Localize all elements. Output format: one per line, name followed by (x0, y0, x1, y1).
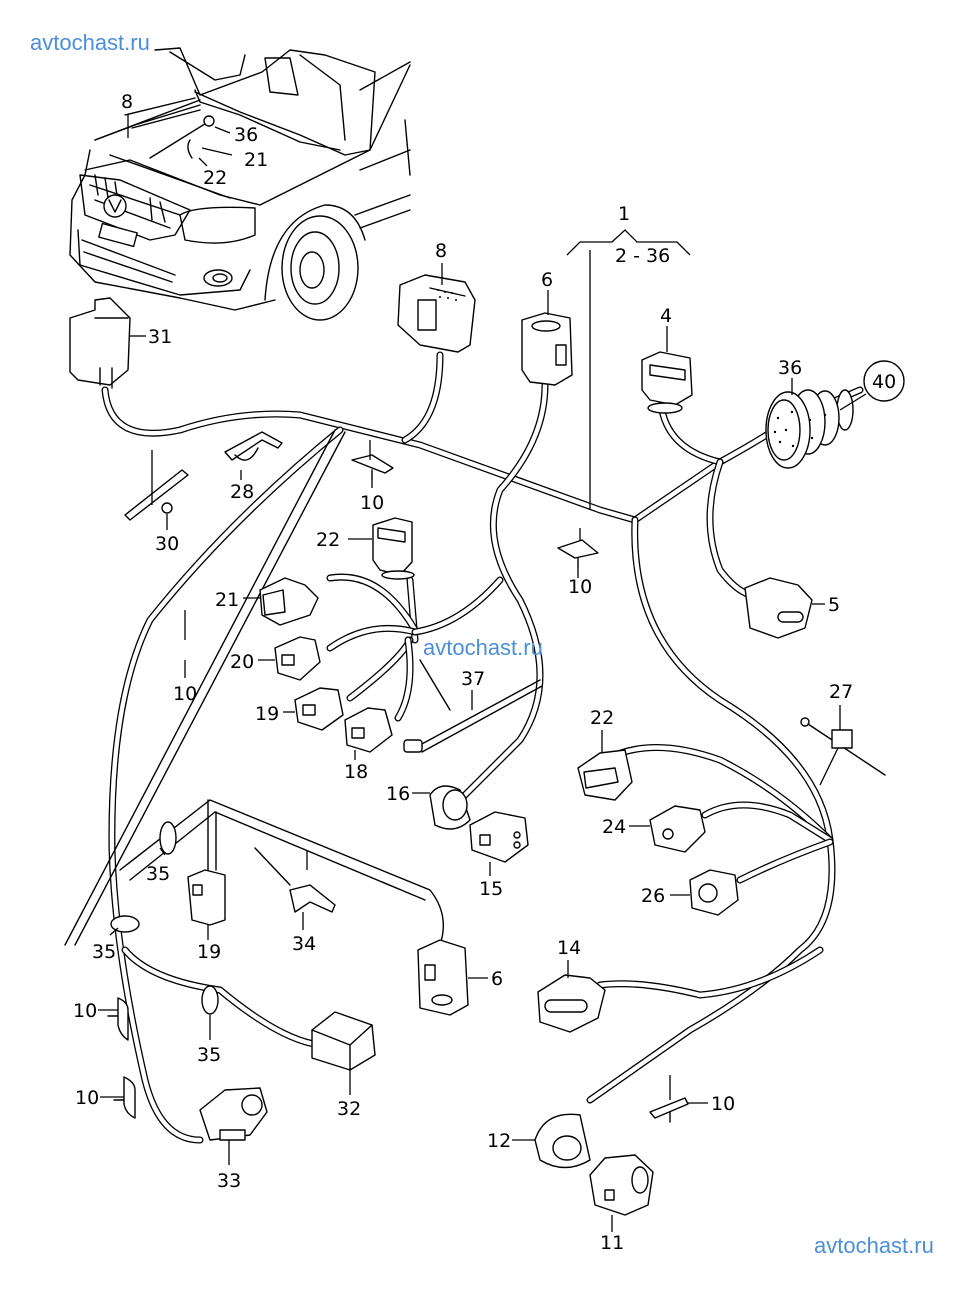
clip-part-28 (224, 431, 283, 461)
connector-part-20 (274, 636, 321, 681)
connector-part-19b (187, 869, 226, 926)
connector-part-4 (641, 351, 693, 414)
callout-40: 40 (872, 371, 896, 393)
connector-part-33 (199, 1087, 268, 1141)
callout-22-car: 22 (203, 167, 227, 189)
leader-lines (98, 114, 867, 1232)
callout-21: 21 (215, 589, 239, 611)
watermark-top-left: avtochast.ru (30, 30, 150, 55)
callout-6: 6 (541, 269, 553, 291)
callout-6-b: 6 (491, 968, 503, 990)
connector-part-26 (689, 869, 739, 916)
vehicle-illustration (69, 47, 411, 321)
callout-10-c: 10 (568, 576, 592, 598)
callout-22-a: 22 (316, 529, 340, 551)
connector-part-15 (469, 811, 529, 863)
relay-box-part-32 (311, 1011, 376, 1071)
callout-labels: 8 36 21 22 1 2 - 36 31 8 6 4 36 40 28 30… (73, 91, 896, 1254)
callout-28: 28 (230, 481, 254, 503)
connector-part-14 (537, 974, 606, 1033)
callout-33: 33 (217, 1170, 241, 1192)
callout-18: 18 (344, 761, 368, 783)
grommet-part-12 (534, 1113, 591, 1169)
callout-26: 26 (641, 885, 665, 907)
callout-35-c: 35 (197, 1044, 221, 1066)
callout-5: 5 (828, 594, 840, 616)
callout-4: 4 (660, 305, 672, 327)
grommet-part-36 (765, 389, 854, 469)
callout-36-car: 36 (234, 124, 258, 146)
connector-part-24 (649, 805, 706, 853)
callout-16: 16 (386, 783, 410, 805)
clip-part-34 (254, 847, 336, 913)
clip-part-10a (351, 454, 394, 481)
clip-part-30 (124, 469, 189, 521)
callout-12: 12 (487, 1130, 511, 1152)
relay-part-31 (69, 297, 131, 389)
connector-part-5 (744, 577, 813, 639)
callout-24: 24 (602, 816, 626, 838)
callout-31: 31 (148, 326, 172, 348)
connector-part-21 (259, 577, 319, 626)
connector-part-6 (521, 312, 573, 386)
assembly-range: 2 - 36 (615, 245, 670, 267)
clip-part-10f (649, 1097, 689, 1123)
callout-20: 20 (230, 651, 254, 673)
watermark-center: avtochast.ru (423, 635, 543, 660)
connector-part-22b (577, 749, 633, 801)
callout-10-b: 10 (173, 683, 197, 705)
cable-tie-part-27 (800, 717, 886, 776)
watermark-bottom-right: avtochast.ru (814, 1233, 934, 1258)
clip-part-10e (113, 1076, 136, 1119)
connector-part-8 (397, 274, 476, 353)
callout-21-car: 21 (244, 149, 268, 171)
callout-19-a: 19 (255, 703, 279, 725)
callout-14: 14 (557, 937, 581, 959)
connector-part-22a (372, 517, 415, 580)
callout-32: 32 (337, 1098, 361, 1120)
callout-35-b: 35 (92, 941, 116, 963)
callout-8: 8 (435, 240, 447, 262)
callout-8-car: 8 (121, 91, 133, 113)
cable-tie-part-35c (201, 985, 219, 1015)
cable-tie-part-35a (159, 821, 177, 855)
assembly-number: 1 (618, 203, 630, 225)
clip-part-10c (557, 539, 599, 569)
reference-circle-40 (863, 360, 905, 402)
callout-27: 27 (829, 681, 853, 703)
connector-part-11 (589, 1154, 654, 1216)
harness-wires (64, 250, 864, 1144)
callout-10-d: 10 (73, 1000, 97, 1022)
callout-37: 37 (461, 668, 485, 690)
callout-19-b: 19 (197, 941, 221, 963)
callout-36: 36 (778, 357, 802, 379)
clip-part-10d (107, 997, 129, 1041)
callout-34: 34 (292, 933, 316, 955)
grommet-part-16 (429, 785, 471, 830)
connector-part-6b (417, 939, 469, 1016)
callout-30: 30 (155, 533, 179, 555)
callout-11: 11 (600, 1232, 624, 1254)
callout-15: 15 (479, 878, 503, 900)
connector-part-19a (294, 687, 344, 731)
callout-10-a: 10 (360, 492, 384, 514)
parts (69, 274, 905, 1216)
callout-35-a: 35 (146, 863, 170, 885)
callout-10-e: 10 (75, 1087, 99, 1109)
callout-22-b: 22 (590, 707, 614, 729)
callout-10-f: 10 (711, 1093, 735, 1115)
connector-part-18 (344, 707, 393, 753)
sensor-part-37 (403, 679, 543, 753)
